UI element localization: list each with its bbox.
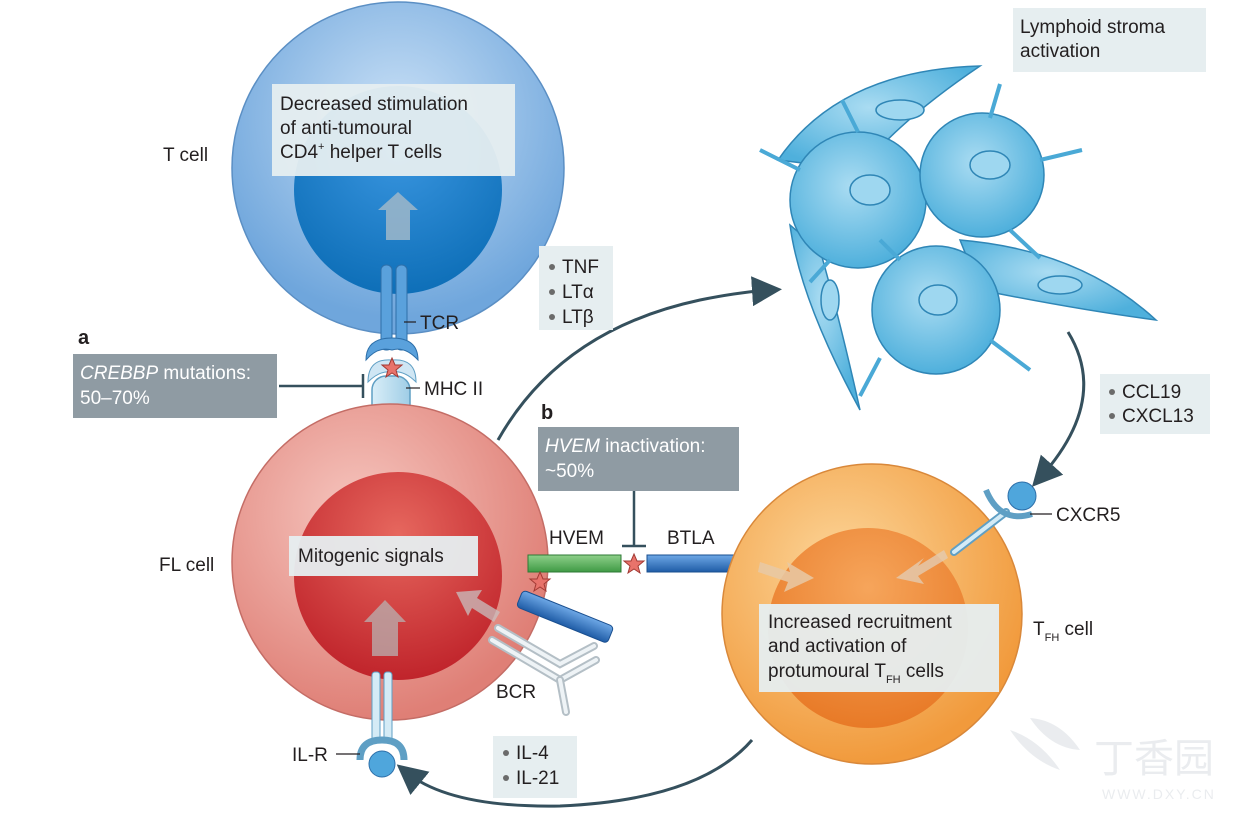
hvem-line2: ~50% (545, 461, 594, 482)
btla-bar (646, 554, 743, 573)
fl-star-icon (528, 570, 552, 593)
bcr-label: BCR (496, 682, 536, 703)
fl-cell-label: FL cell (159, 555, 214, 576)
interleukins-box (493, 736, 577, 798)
tcell-effect-line1: Decreased stimulation (280, 94, 468, 115)
hvem-star-icon (622, 552, 646, 575)
ilr-label: IL-R (292, 745, 328, 766)
stroma-inducer-3: LTβ (562, 307, 594, 328)
tfh-effect-line2: and activation of (768, 636, 907, 657)
stroma-inducer-2: LTα (562, 282, 594, 303)
btla-label: BTLA (667, 528, 715, 549)
t-cell-label: T cell (163, 145, 208, 166)
tcell-effect-line3: CD4+ helper T cells (280, 141, 442, 163)
lymphoid-stroma (759, 65, 1159, 411)
bcr-receptor (488, 624, 600, 716)
stroma-line1: Lymphoid stroma (1020, 17, 1165, 38)
chemokine-2: CXCL13 (1122, 406, 1194, 427)
tfh-effect-line3: protumoural TFH cells (768, 661, 944, 686)
hvem-line1: HVEM inactivation: (545, 436, 706, 457)
interleukin-list: IL-4 IL-21 (503, 743, 559, 789)
hvem-bar (527, 554, 622, 573)
tfh-cell-label: TFH cell (1033, 619, 1093, 644)
stroma-inducer-1: TNF (562, 257, 599, 278)
tfh-effect-box (759, 604, 999, 692)
il-receptor (356, 671, 408, 778)
fl-surface-receptor (516, 590, 614, 643)
arrow-tfh-to-fl (396, 739, 754, 808)
mitogenic-label: Mitogenic signals (298, 546, 444, 567)
mhc2-label: MHC II (424, 379, 483, 400)
mutation-star-icon (380, 356, 404, 379)
panel-a-label: a (78, 327, 90, 349)
up-arrow-icon (364, 600, 406, 656)
incoming-arrow-icon (896, 550, 948, 584)
arrow-fl-to-stroma (496, 276, 782, 441)
up-arrow-icon (378, 192, 418, 240)
dxy-watermark: 丁香园 WWW.DXY.CN (1010, 718, 1216, 802)
mitogenic-box (289, 536, 478, 576)
tcr-receptor (365, 264, 419, 362)
tcr-label: TCR (420, 313, 459, 334)
crebbp-box (73, 354, 277, 418)
panel-b-label: b (541, 402, 553, 424)
hvem-box (538, 427, 739, 491)
chemokines-box (1100, 374, 1210, 434)
hvem-inhibition (622, 490, 646, 548)
watermark-brand: 丁香园 (1094, 737, 1214, 781)
crebbp-inhibition (279, 374, 365, 398)
tcell-effect-box (272, 84, 515, 176)
cxcr5-receptor (950, 481, 1037, 556)
tcell-effect-line2: of anti-tumoural (280, 118, 412, 139)
stroma-line2: activation (1020, 41, 1100, 62)
arrow-stroma-to-tfh (1031, 331, 1086, 487)
crebbp-line2: 50–70% (80, 388, 150, 409)
crebbp-line1: CREBBP mutations: (80, 363, 251, 384)
chemokine-1: CCL19 (1122, 382, 1181, 403)
incoming-arrow-icon (456, 590, 500, 622)
chemokine-list: CCL19 CXCL13 (1109, 382, 1194, 427)
tfh-effect-line1: Increased recruitment (768, 612, 952, 633)
incoming-arrow-icon (758, 562, 814, 592)
stroma-box (1013, 8, 1206, 72)
stroma-inducer-list: TNF LTα LTβ (549, 257, 599, 328)
watermark-url: WWW.DXY.CN (1102, 786, 1216, 802)
interleukin-2: IL-21 (516, 768, 559, 789)
hvem-label: HVEM (549, 528, 604, 549)
interleukin-1: IL-4 (516, 743, 549, 764)
cxcr5-label: CXCR5 (1056, 505, 1120, 526)
